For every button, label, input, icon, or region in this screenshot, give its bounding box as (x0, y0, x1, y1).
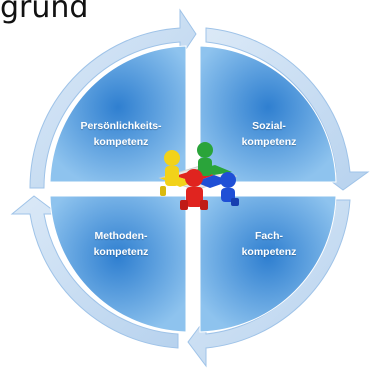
segments (49, 45, 337, 333)
circular-cycle-arrow-icon (10, 8, 370, 368)
segment-label-line2: kompetenz (93, 136, 149, 148)
cycle-arrow-top-left (29, 8, 197, 189)
segment-label-line2: kompetenz (93, 246, 149, 258)
cycle-arrow-top-right (205, 27, 370, 191)
segment-top-right (199, 45, 337, 183)
segment-label-line1: Persönlichkeits- (80, 120, 162, 132)
segment-bottom-left (49, 195, 187, 333)
cycle-arrow-bottom-left (10, 195, 179, 349)
segment-label-top-left: Persönlichkeits- kompetenz (66, 118, 176, 150)
segment-bottom-right (199, 195, 337, 333)
segment-label-line2: kompetenz (241, 136, 297, 148)
segment-label-line2: kompetenz (241, 246, 297, 258)
teamwork-puzzle-figures-icon (158, 142, 239, 210)
segment-label-line1: Methoden- (94, 230, 148, 242)
segment-top-left (49, 45, 187, 183)
segment-label-bottom-right: Fach- kompetenz (214, 228, 324, 260)
segment-label-line1: Fach- (254, 230, 283, 242)
segment-label-line1: Sozial- (252, 120, 286, 132)
segment-label-bottom-left: Methoden- kompetenz (66, 228, 176, 260)
page-heading: grund (0, 0, 89, 25)
segment-label-top-right: Sozial- kompetenz (214, 118, 324, 150)
